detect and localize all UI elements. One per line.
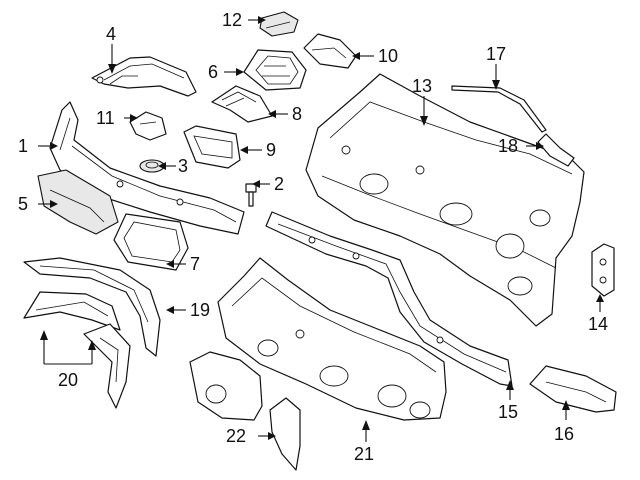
callout-21: 21 (354, 444, 374, 464)
callout-7: 7 (190, 254, 200, 274)
callout-19: 19 (190, 300, 210, 320)
part-11-clip (129, 111, 167, 141)
part-17-strip (451, 85, 547, 133)
part-20-brackets (23, 291, 131, 409)
part-22-insulator (189, 351, 301, 471)
part-4-cowl-cover (91, 56, 197, 97)
part-21-lower-bulkhead (217, 257, 447, 421)
part-19-rail (23, 257, 161, 357)
part-8-panel (211, 85, 273, 123)
part-9-seal (183, 125, 241, 169)
callout-10: 10 (378, 46, 398, 66)
callout-3: 3 (178, 156, 188, 176)
callout-14: 14 (588, 314, 608, 334)
callout-18: 18 (498, 136, 518, 156)
callout-4: 4 (106, 24, 116, 44)
part-10-bracket (303, 33, 357, 69)
callout-15: 15 (498, 402, 518, 422)
part-18-bracket (537, 133, 575, 167)
callout-5: 5 (18, 194, 28, 214)
callout-12: 12 (222, 10, 242, 30)
callout-9: 9 (266, 140, 276, 160)
callout-22: 22 (226, 426, 246, 446)
callout-6: 6 (208, 62, 218, 82)
part-16-support (529, 365, 617, 413)
part-1-cowl-panel (49, 101, 245, 235)
callout-17: 17 (486, 44, 506, 64)
part-7-box (113, 213, 189, 271)
callout-11: 11 (96, 108, 115, 128)
part-2-bolt (245, 183, 257, 207)
callout-16: 16 (554, 424, 574, 444)
callout-8: 8 (292, 104, 302, 124)
part-6-housing (243, 49, 307, 91)
part-14-bracket (591, 243, 615, 297)
callout-13: 13 (412, 76, 432, 96)
part-5-side-panel (37, 169, 119, 235)
callout-1: 1 (18, 136, 28, 156)
callout-2: 2 (274, 174, 284, 194)
leader-lines (38, 16, 604, 442)
part-13-bulkhead (305, 73, 585, 327)
part-12-cap (259, 11, 299, 37)
callout-20: 20 (58, 370, 78, 390)
callout-labels: 1 2 3 4 5 6 7 8 9 10 11 12 13 14 15 16 1… (18, 10, 608, 464)
part-15-cross-member (265, 211, 513, 387)
